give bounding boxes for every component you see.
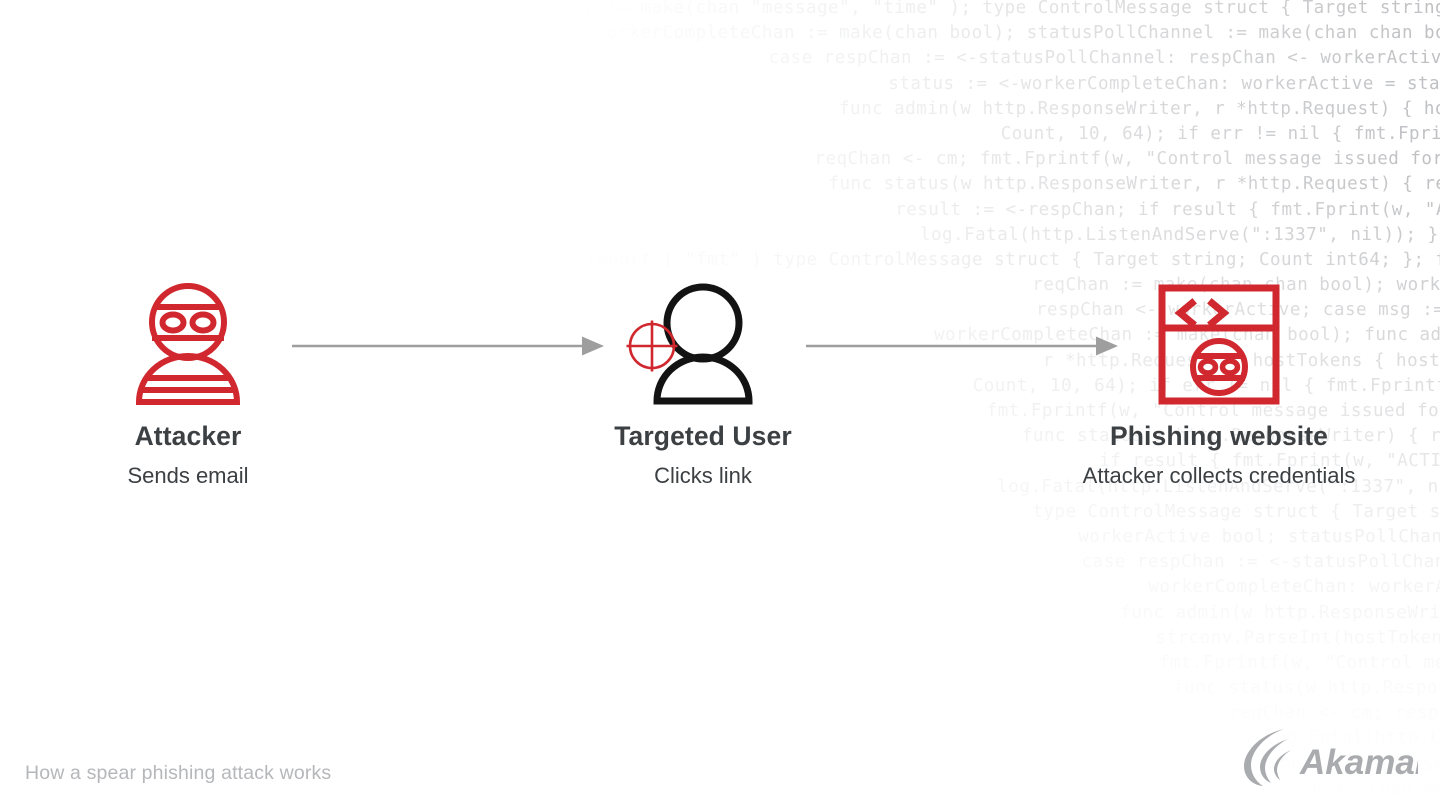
attacker-icon-wrap bbox=[48, 280, 328, 408]
person-icon bbox=[653, 283, 753, 405]
node-title-targeted-user: Targeted User bbox=[614, 421, 792, 451]
crosshair-icon bbox=[626, 320, 678, 372]
node-title-phishing-website: Phishing website bbox=[1109, 421, 1329, 451]
browser-window-masked-face-icon bbox=[1158, 284, 1280, 405]
targeted-user-icon-wrap bbox=[563, 280, 843, 408]
node-subtitle-targeted-user: Clicks link bbox=[654, 463, 752, 489]
phishing-website-icon-wrap bbox=[1079, 280, 1359, 408]
akamai-logo-mark: Akamai bbox=[1244, 729, 1426, 786]
node-subtitle-attacker: Sends email bbox=[127, 463, 249, 489]
flow-node-phishing-website: Phishing website Attacker collects crede… bbox=[1079, 280, 1359, 491]
node-subtitle-phishing-website: Attacker collects credentials bbox=[1082, 463, 1356, 489]
akamai-wordmark: Akamai bbox=[1299, 743, 1418, 782]
flow-node-targeted-user: Targeted User Clicks link bbox=[563, 280, 843, 491]
flow-node-attacker: Attacker Sends email bbox=[48, 280, 328, 491]
slide-caption: How a spear phishing attack works bbox=[25, 762, 332, 784]
arrow-icon bbox=[806, 336, 1118, 356]
arrow-icon bbox=[292, 336, 604, 356]
arrow-attacker-to-user bbox=[292, 331, 604, 361]
node-title-attacker: Attacker bbox=[134, 421, 242, 451]
crosshair-target-icon bbox=[624, 318, 680, 374]
masked-attacker-icon bbox=[135, 283, 241, 405]
akamai-logo: Akamai bbox=[1242, 726, 1426, 788]
arrow-user-to-phishing-website bbox=[806, 331, 1118, 361]
